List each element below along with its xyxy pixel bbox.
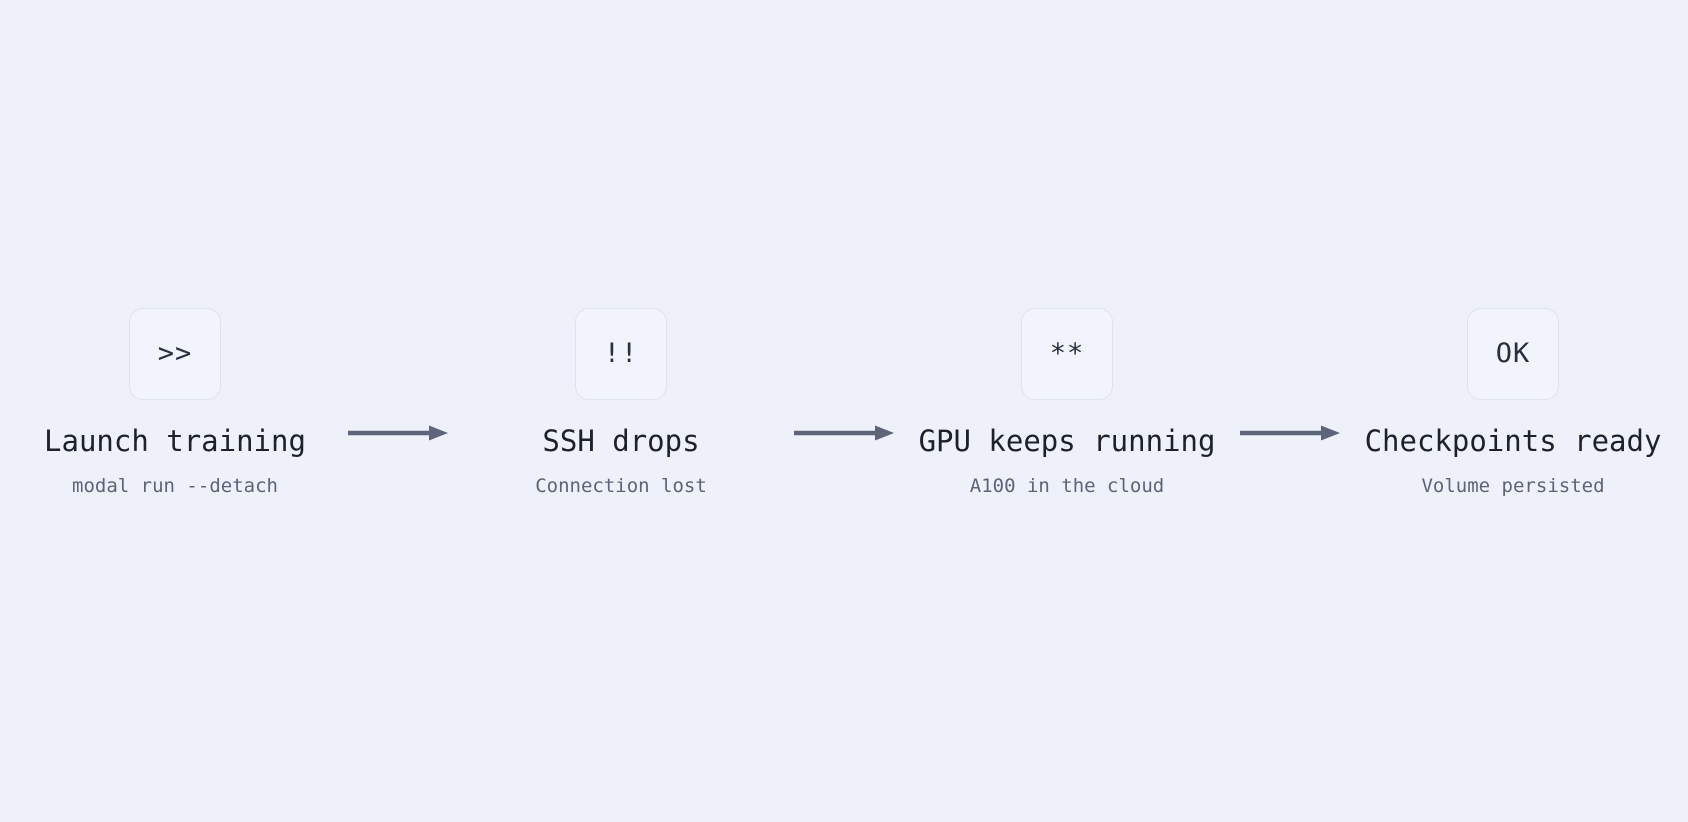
flow-node-launch-training: >> Launch training modal run --detach xyxy=(10,307,340,497)
node-subtitle: modal run --detach xyxy=(72,474,278,497)
arrow-2 xyxy=(786,424,902,442)
double-asterisk-icon: ** xyxy=(1049,338,1085,370)
arrow-1 xyxy=(340,424,456,442)
node-title: SSH drops xyxy=(542,423,700,458)
node-subtitle: Connection lost xyxy=(535,474,707,497)
node-subtitle: A100 in the cloud xyxy=(969,474,1165,497)
node-title: Launch training xyxy=(44,423,306,458)
node-icon-box: ** xyxy=(1021,307,1113,400)
flow-node-gpu-keeps-running: ** GPU keeps running A100 in the cloud xyxy=(902,307,1232,497)
node-title: GPU keeps running xyxy=(918,423,1216,458)
ok-status-icon: OK xyxy=(1495,338,1531,370)
flow-node-ssh-drops: !! SSH drops Connection lost xyxy=(456,307,786,497)
node-icon-box: !! xyxy=(575,307,667,400)
node-icon-box: OK xyxy=(1467,307,1559,400)
node-title: Checkpoints ready xyxy=(1364,423,1662,458)
node-subtitle: Volume persisted xyxy=(1421,474,1605,497)
flow-sequence: >> Launch training modal run --detach !!… xyxy=(10,307,1678,497)
flow-node-checkpoints-ready: OK Checkpoints ready Volume persisted xyxy=(1348,307,1678,497)
chevron-double-right-icon: >> xyxy=(157,338,193,370)
arrow-3 xyxy=(1232,424,1348,442)
node-icon-box: >> xyxy=(129,307,221,400)
double-exclamation-icon: !! xyxy=(603,338,639,370)
